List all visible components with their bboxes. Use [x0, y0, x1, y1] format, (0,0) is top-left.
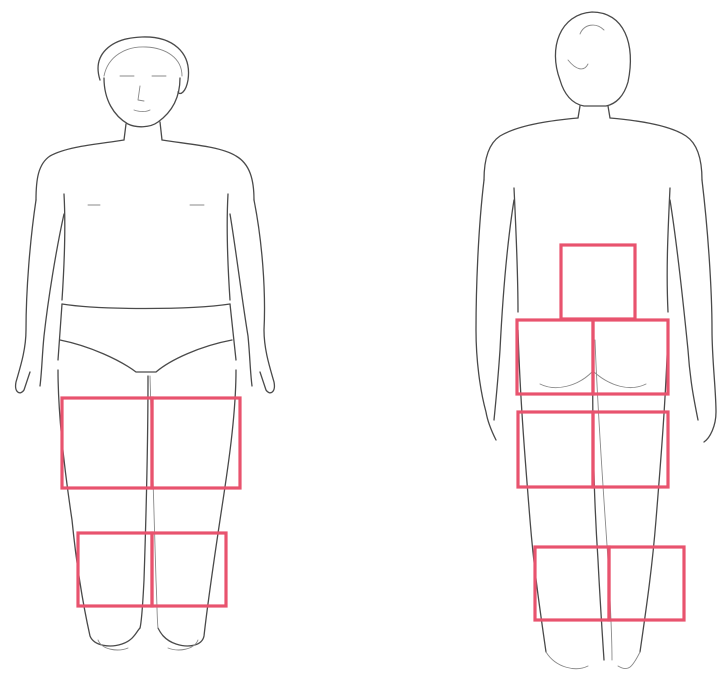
front-view-figure: [16, 37, 275, 650]
front-view-regions: [62, 398, 240, 606]
region-back-thigh-left: [593, 412, 668, 487]
region-back-thigh-right: [518, 412, 593, 487]
region-front-thigh-right: [62, 398, 152, 488]
region-back-buttock-left: [593, 320, 668, 394]
region-back-buttock-right: [517, 320, 593, 394]
back-view-figure: [476, 12, 716, 669]
region-back-lower-back: [561, 245, 635, 319]
region-front-shin-left: [152, 533, 226, 606]
back-view-regions: [517, 245, 684, 620]
region-front-shin-right: [78, 533, 152, 606]
